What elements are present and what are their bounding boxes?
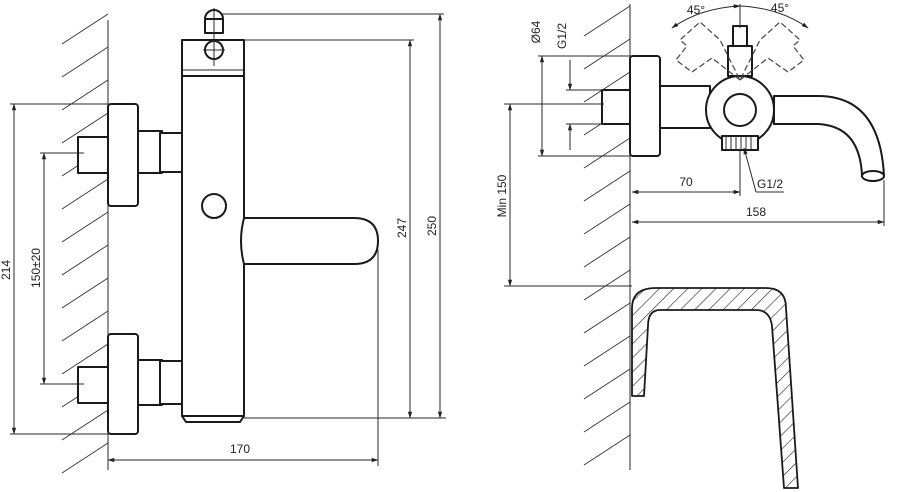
wall-hatch-line	[61, 310, 109, 342]
wall-hatch-line	[61, 13, 109, 45]
dim-label-250: 250	[425, 216, 439, 236]
side-wall-hatching	[583, 5, 631, 466]
outlet-thread	[721, 135, 759, 151]
dim-214: 214	[0, 103, 108, 435]
wall-hatch-line	[61, 442, 109, 474]
upper-inlet	[77, 103, 188, 207]
wall-hatch-line	[583, 434, 631, 466]
bathtub-rim-section	[631, 287, 799, 489]
dim-label-min-150: Min 150	[495, 174, 509, 217]
dim-70: 70	[631, 150, 741, 196]
dim-label-170: 170	[230, 442, 250, 456]
lever-handle	[240, 217, 379, 265]
wall-flange	[601, 55, 711, 157]
wall-hatch-line	[583, 335, 631, 367]
spout-tip	[861, 170, 885, 182]
wall-hatch-line	[583, 5, 631, 37]
wall-hatch-line	[583, 203, 631, 235]
side-view: 45° 45° Ø64 G1/2 Min 150	[495, 1, 885, 489]
dim-label-angle-left: 45°	[687, 3, 705, 17]
body-button	[201, 193, 227, 219]
wall-hatch-line	[61, 244, 109, 276]
wall-hatch-line	[583, 401, 631, 433]
wall-hatch-line	[61, 343, 109, 375]
front-view: 250 247 214 150±20 170	[0, 8, 446, 474]
wall-hatch-line	[583, 368, 631, 400]
lower-inlet	[77, 333, 188, 435]
front-wall-hatching	[61, 13, 109, 474]
dim-outlet-g12: G1/2	[743, 147, 784, 193]
dim-label-outlet-g12: G1/2	[757, 177, 783, 191]
wall-hatch-line	[583, 170, 631, 202]
side-body	[705, 25, 775, 151]
wall-hatch-line	[61, 178, 109, 210]
wall-hatch-line	[583, 71, 631, 103]
wall-hatch-line	[61, 79, 109, 111]
dim-250: 250	[222, 13, 446, 419]
wall-hatch-line	[583, 302, 631, 334]
dim-247: 247	[244, 39, 414, 419]
dim-label-158: 158	[746, 205, 766, 219]
wall-hatch-line	[583, 236, 631, 268]
spout	[773, 95, 885, 177]
dim-label-inlet-g12: G1/2	[555, 23, 569, 49]
dim-label-diameter-64: Ø64	[529, 20, 543, 43]
wall-hatch-line	[61, 112, 109, 144]
diverter-knob	[203, 8, 225, 66]
dim-label-70: 70	[679, 175, 693, 189]
dim-label-214: 214	[0, 260, 13, 280]
angle-dims: 45° 45°	[671, 1, 809, 29]
wall-hatch-line	[61, 211, 109, 243]
dim-inlet-g12: G1/2	[555, 23, 604, 150]
dim-150-20: 150±20	[29, 152, 84, 385]
wall-hatch-line	[583, 137, 631, 169]
dim-label-angle-right: 45°	[771, 1, 789, 15]
dim-170: 170	[107, 250, 379, 466]
dim-diameter-64: Ø64	[529, 20, 632, 157]
mixer-body	[181, 8, 245, 423]
dim-label-150-20: 150±20	[29, 248, 43, 288]
wall-hatch-line	[583, 269, 631, 301]
wall-hatch-line	[583, 38, 631, 70]
wall-hatch-line	[61, 46, 109, 78]
dim-label-247: 247	[395, 218, 409, 238]
dim-min-150: Min 150	[495, 103, 632, 287]
wall-hatch-line	[61, 277, 109, 309]
wall-hatch-line	[61, 409, 109, 441]
dim-158: 158	[631, 180, 885, 226]
